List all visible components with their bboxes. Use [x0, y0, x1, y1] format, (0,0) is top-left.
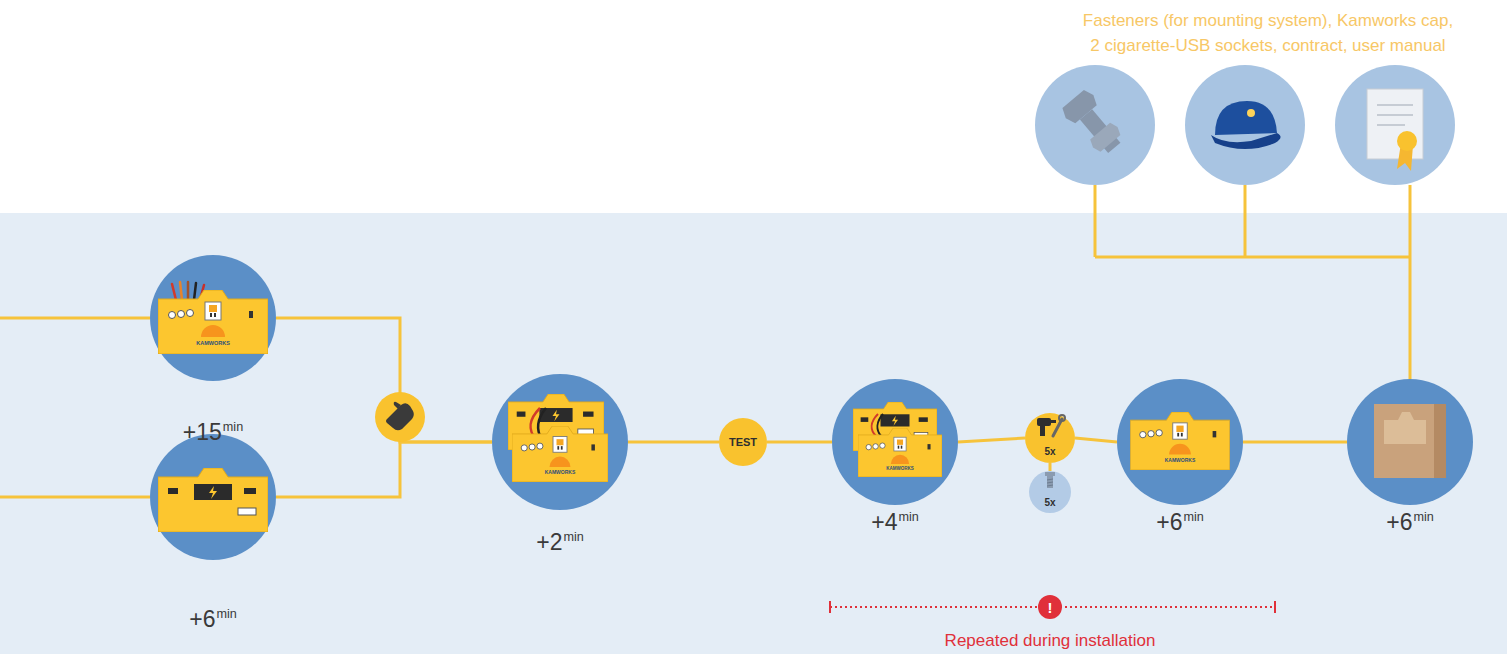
contract-icon	[1335, 65, 1455, 185]
board-with-wires	[158, 282, 268, 354]
step-circle: +15min	[150, 255, 276, 381]
supplies-note: Fasteners (for mounting system), Kamwork…	[1028, 8, 1507, 58]
repeat-note: Repeated during installation	[945, 632, 1156, 649]
warning-mark: !	[1048, 600, 1053, 615]
screw-badge: 5x	[1029, 471, 1071, 513]
badge-text: TEST	[729, 437, 757, 448]
fastener-icon	[1035, 65, 1155, 185]
tested-housing	[853, 402, 942, 477]
brand-mark: KAMWORKS	[545, 470, 576, 475]
duration-label: +6min	[1386, 511, 1434, 534]
flow-connector	[276, 318, 492, 442]
duration-label: +4min	[871, 511, 919, 534]
packed-box	[1374, 404, 1446, 478]
duration-label: +6min	[1156, 511, 1204, 534]
duration-label: +6min	[189, 608, 237, 631]
badge-text: 5x	[1044, 447, 1055, 457]
step-circle: +6min	[150, 434, 276, 560]
assemble-hand-icon	[375, 392, 425, 442]
step-circle: +4min	[832, 379, 958, 505]
flow-connector	[1243, 441, 1347, 444]
step-circle: +2min	[492, 374, 628, 510]
flow-connector	[767, 441, 832, 444]
cap-icon	[1185, 65, 1305, 185]
flow-connector	[958, 438, 1025, 442]
step-circle: +6min	[1117, 379, 1243, 505]
duration-label: +2min	[536, 531, 584, 554]
brand-mark: KAMWORKS	[886, 467, 914, 472]
flow-connector	[1075, 438, 1117, 442]
flow-connector	[276, 442, 492, 497]
step-circle: +6min	[1347, 379, 1473, 505]
flow-connector	[1049, 463, 1052, 471]
tool-badge: 5x	[1025, 413, 1075, 463]
brand-mark: KAMWORKS	[196, 341, 230, 347]
screw-icon	[1045, 472, 1055, 488]
closed-housing	[1130, 412, 1230, 470]
flow-connector	[628, 441, 719, 444]
drill-icon	[1037, 415, 1065, 436]
test-badge: TEST	[719, 418, 767, 466]
badge-text: 5x	[1044, 498, 1055, 508]
duration-label: +15min	[183, 421, 243, 444]
brand-mark: KAMWORKS	[1165, 458, 1196, 463]
repeat-bracket	[830, 595, 1275, 619]
open-housing	[508, 394, 608, 482]
board-back	[158, 468, 268, 532]
